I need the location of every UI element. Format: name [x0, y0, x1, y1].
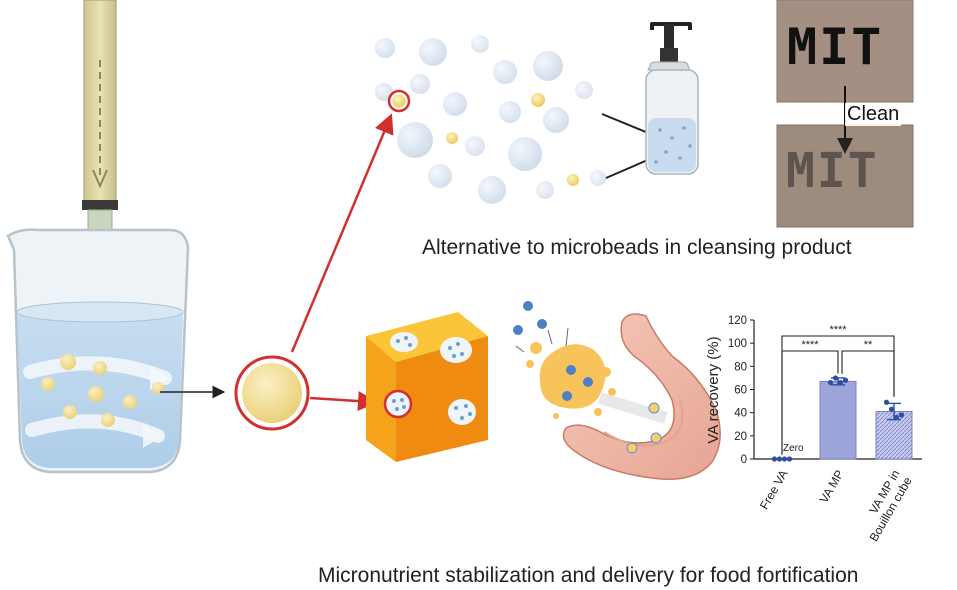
chart-category-label: Free VA: [757, 468, 791, 512]
chart-points: [771, 375, 905, 462]
bouillon-cube: [366, 312, 488, 462]
chart-y-ticks: 0 20 40 60 80 100 120: [728, 315, 754, 466]
stained-mit-text: MIT: [787, 18, 884, 76]
chart-data-point: [771, 456, 778, 462]
highlighted-particle-in-cube: [383, 389, 413, 419]
chart-data-point: [832, 375, 839, 381]
chart-y-tick-label: 40: [734, 408, 747, 420]
chart-y-tick-label: 120: [728, 315, 747, 327]
beaker: [6, 228, 190, 474]
red-arrow-right: [309, 391, 378, 412]
faded-mit-text: MIT: [786, 143, 879, 199]
chart-significance-bracket: [781, 350, 839, 455]
chart-data-point: [776, 456, 783, 462]
chart-data-point: [827, 379, 834, 386]
caption-cleansing: Alternative to microbeads in cleansing p…: [422, 236, 852, 259]
chart-y-tick-label: 20: [734, 431, 747, 443]
red-arrow-up: [290, 113, 394, 353]
microparticle: [152, 382, 164, 394]
microparticle: [567, 174, 579, 186]
chart-data-point: [837, 379, 844, 386]
microparticle: [60, 354, 76, 370]
chart-significance-label: ****: [829, 324, 847, 336]
chart-bar: [819, 380, 857, 460]
clean-label: Clean: [845, 103, 902, 126]
chart-category-label: VA MP: [817, 468, 847, 506]
caption-food-fortification: Micronutrient stabilization and delivery…: [318, 564, 859, 587]
microparticle: [93, 361, 107, 375]
microparticle: [123, 395, 137, 409]
chart-data-point: [893, 414, 900, 420]
stomach: [562, 313, 721, 481]
microparticle: [41, 377, 55, 391]
chart-bars: [819, 377, 913, 460]
chart-data-point: [786, 456, 793, 462]
chart-significance-label: ****: [801, 339, 819, 351]
microparticle: [531, 93, 545, 107]
chart-y-tick-label: 80: [734, 361, 747, 373]
microparticle: [63, 405, 77, 419]
stained-fabric-photo: [777, 0, 913, 102]
chart-significance: **********: [781, 324, 895, 455]
chart-y-tick-label: 100: [728, 338, 747, 350]
chart-data-point: [781, 456, 788, 462]
chart-significance-label: **: [864, 339, 873, 351]
chart-category-label: VA MP inBouillon cube: [854, 467, 914, 544]
soap-bottle: [645, 22, 699, 175]
chart-data-point: [842, 377, 849, 383]
cleansing-bubbles: [375, 35, 606, 204]
chart-y-tick-label: 0: [741, 454, 747, 466]
chart-data-point: [898, 412, 905, 418]
microparticle: [101, 413, 115, 427]
chart-y-tick-label: 60: [734, 385, 747, 397]
chart-data-point: [883, 399, 890, 405]
chart-y-axis-label: VA recovery (%): [705, 336, 722, 443]
zero-annotation: Zero: [783, 443, 804, 454]
central-microparticle: [234, 355, 310, 431]
chart-data-point: [888, 406, 895, 412]
chart-significance-bracket: [841, 350, 895, 397]
microparticle: [446, 132, 458, 144]
dissolving-particle: [513, 301, 616, 419]
microparticle: [88, 386, 104, 402]
